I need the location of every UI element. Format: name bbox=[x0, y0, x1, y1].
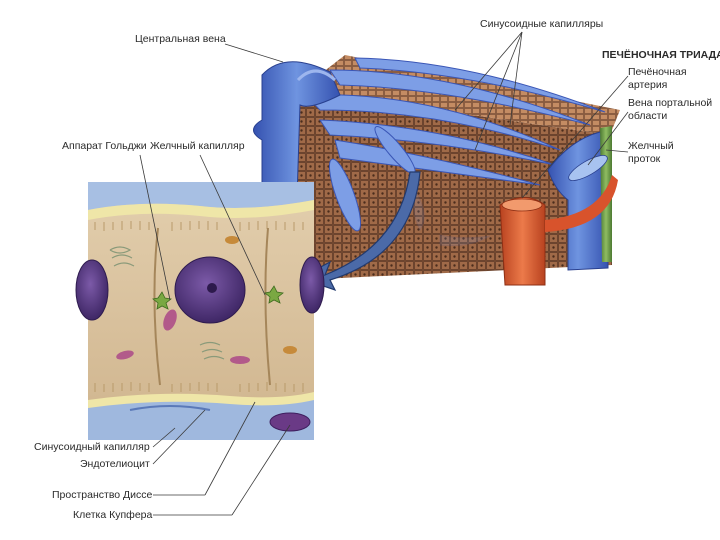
label-portal-vein-line1: Вена портальной bbox=[628, 97, 713, 109]
label-disse-space: Пространство Диссе bbox=[52, 489, 153, 501]
label-sinusoid-capillaries: Синусоидные капилляры bbox=[480, 18, 604, 30]
label-endotheliocyte: Эндотелиоцит bbox=[80, 458, 150, 470]
label-golgi: Аппарат Гольджи bbox=[62, 140, 147, 152]
label-central-vein: Центральная вена bbox=[135, 33, 226, 45]
label-bile-duct-line1: Желчный bbox=[628, 140, 674, 152]
label-kupffer-cell: Клетка Купфера bbox=[73, 509, 153, 521]
hepatocyte-detail-panel bbox=[75, 182, 325, 440]
label-hepatic-artery-line1: Печёночная bbox=[628, 66, 687, 78]
bile-canaliculi bbox=[152, 285, 284, 310]
label-bile-duct-line2: проток bbox=[628, 153, 661, 165]
label-bile-capillary: Желчный капилляр bbox=[150, 140, 245, 152]
organelles bbox=[109, 236, 297, 364]
label-portal-vein-line2: области bbox=[628, 110, 668, 122]
nucleus-right bbox=[299, 256, 325, 314]
liver-lobule-block bbox=[262, 55, 620, 280]
hepatic-triad-vessels bbox=[499, 126, 618, 286]
label-sinusoid-capillary: Синусоидный капилляр bbox=[34, 441, 150, 453]
hepatic-artery-branch bbox=[545, 175, 618, 232]
top-sinusoid-band bbox=[88, 182, 314, 210]
cell-membranes bbox=[153, 227, 271, 386]
microvilli bbox=[94, 221, 304, 392]
kupffer-cell-shape bbox=[269, 412, 311, 432]
nucleus-left bbox=[75, 259, 109, 321]
label-hepatic-artery-line2: артерия bbox=[628, 79, 668, 91]
leader-lines bbox=[139, 31, 629, 516]
label-hepatic-triad: ПЕЧЁНОЧНАЯ ТРИАДА: bbox=[602, 49, 720, 61]
endothelial-cell-shape bbox=[129, 405, 211, 411]
